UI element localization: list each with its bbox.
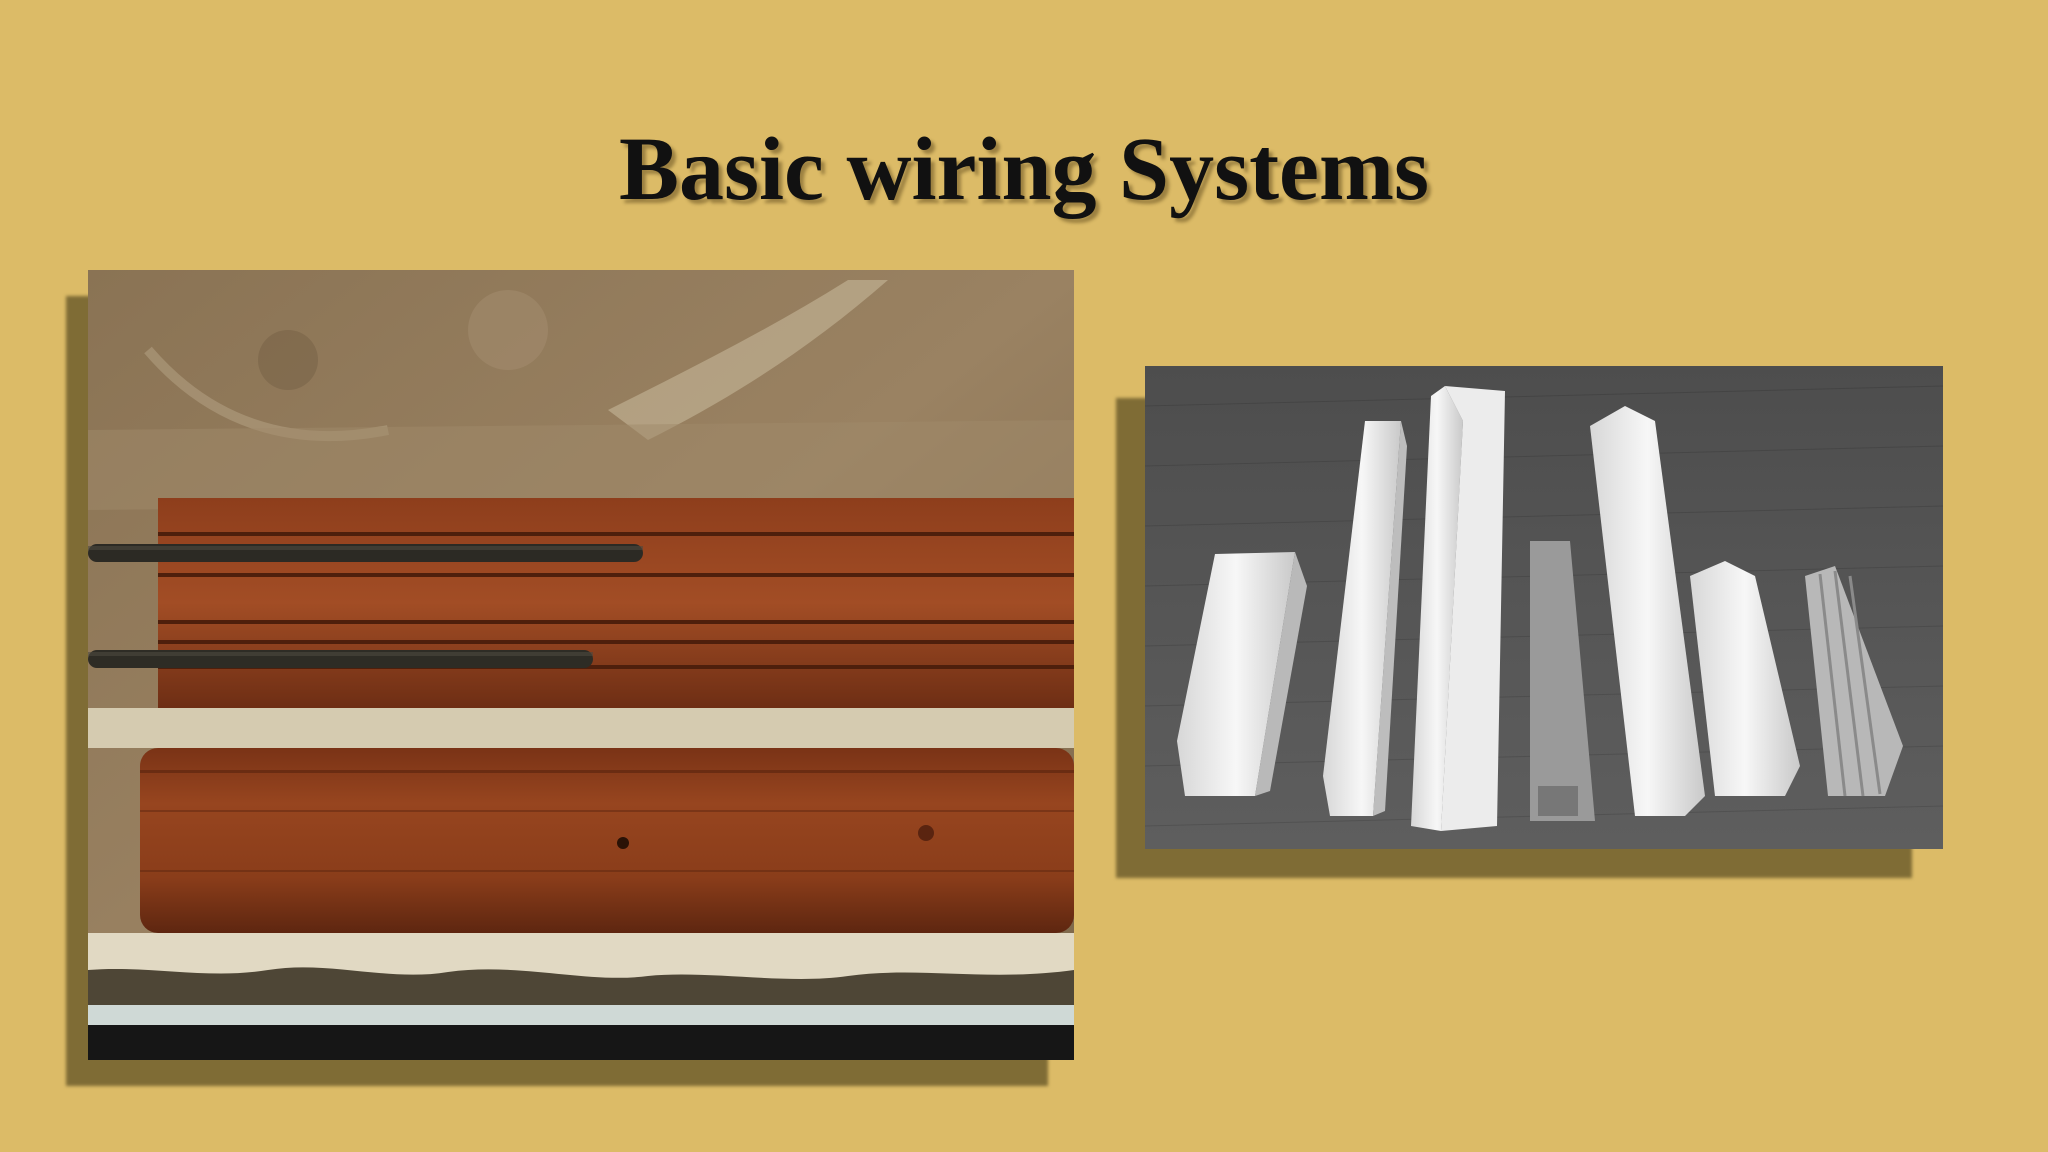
pvc-channels-image (1145, 366, 1943, 849)
wooden-casing-image (88, 270, 1074, 1060)
wooden-casing-capping-photo (88, 270, 1074, 1060)
slide-title: Basic wiring Systems (619, 120, 1429, 219)
pvc-conduit-channels-photo (1145, 366, 1943, 849)
